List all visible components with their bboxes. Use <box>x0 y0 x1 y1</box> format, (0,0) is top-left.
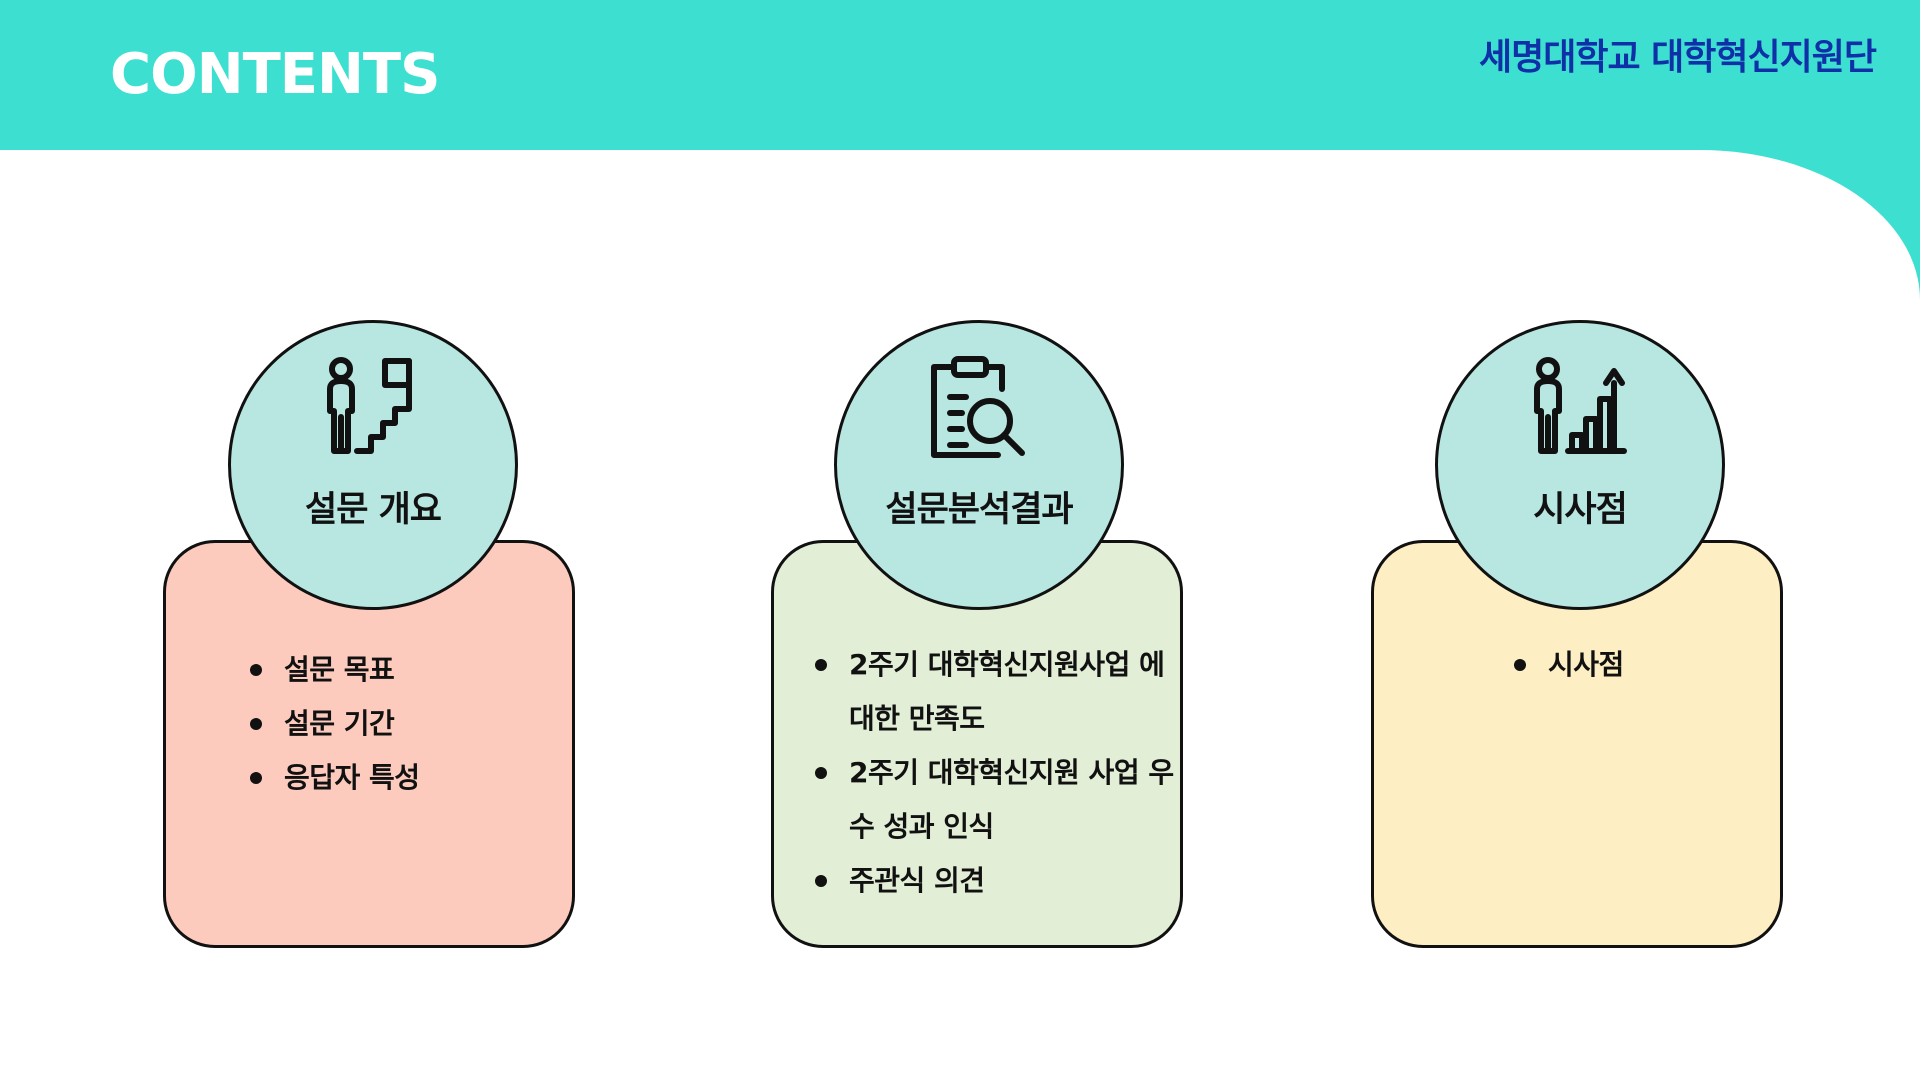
list-item: 응답자 특성 <box>250 751 420 805</box>
header-curve <box>0 150 1920 300</box>
list-item: 주관식 의견 <box>815 854 1175 908</box>
page-title: CONTENTS <box>110 42 440 107</box>
list-item: 2주기 대학혁신지원 사업 우수 성과 인식 <box>815 746 1175 854</box>
section-list-analysis: 2주기 대학혁신지원사업 에 대한 만족도 2주기 대학혁신지원 사업 우수 성… <box>815 638 1175 908</box>
clipboard-magnifier-icon <box>924 355 1034 463</box>
list-item: 설문 기간 <box>250 697 420 751</box>
section-label-analysis: 설문분석결과 <box>885 490 1073 530</box>
header-band <box>0 0 1920 155</box>
section-circle-overview: 설문 개요 <box>228 320 518 610</box>
section-circle-analysis: 설문분석결과 <box>834 320 1124 610</box>
section-list-overview: 설문 목표 설문 기간 응답자 특성 <box>250 643 420 805</box>
section-card-implications: 시사점 <box>1371 540 1783 948</box>
section-circle-implications: 시사점 <box>1435 320 1725 610</box>
list-item: 설문 목표 <box>250 643 420 697</box>
list-item: 시사점 <box>1514 638 1624 692</box>
list-item: 2주기 대학혁신지원사업 에 대한 만족도 <box>815 638 1175 746</box>
organization-name: 세명대학교 대학혁신지원단 <box>1479 37 1877 78</box>
section-card-analysis: 2주기 대학혁신지원사업 에 대한 만족도 2주기 대학혁신지원 사업 우수 성… <box>771 540 1183 948</box>
person-growth-chart-icon <box>1528 355 1632 459</box>
person-stairs-flag-icon <box>321 355 425 459</box>
section-list-implications: 시사점 <box>1514 638 1624 692</box>
section-label-overview: 설문 개요 <box>305 490 442 530</box>
section-label-implications: 시사점 <box>1533 490 1628 530</box>
